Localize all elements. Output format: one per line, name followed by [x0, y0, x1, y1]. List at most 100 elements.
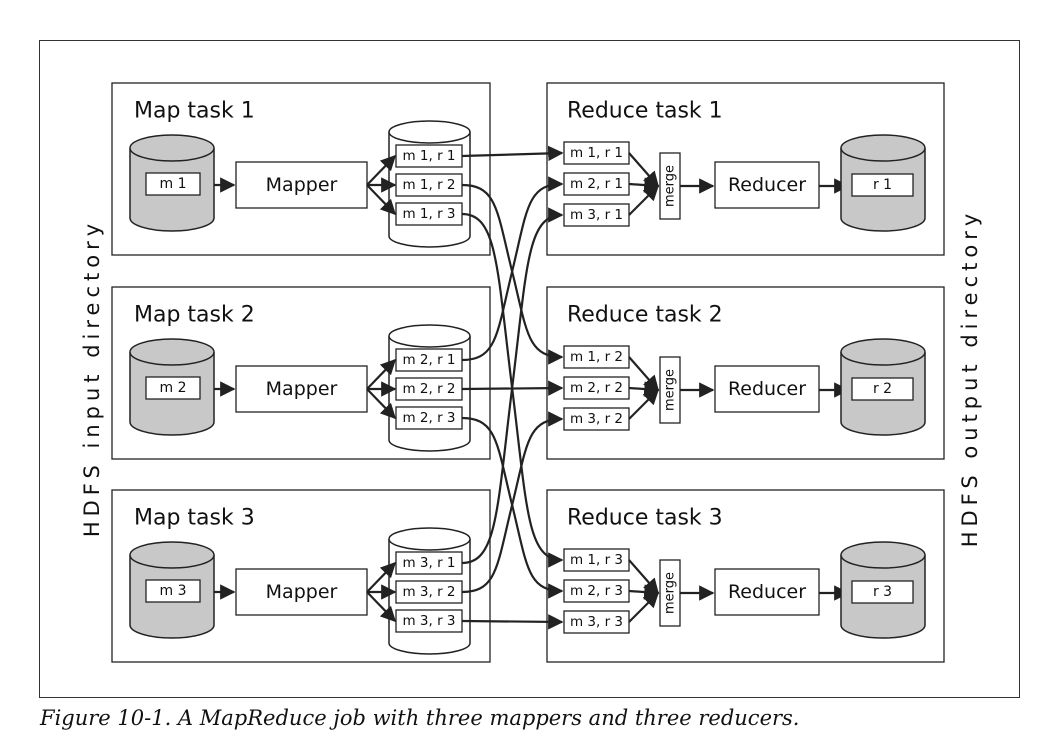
map-partition-box: m 3, r 3	[395, 609, 463, 633]
map-partition-box-label: m 1, r 2	[402, 177, 455, 193]
mapper-to-partition-arrow	[366, 184, 397, 216]
reduce-output-label-rect	[851, 580, 914, 604]
map-input-label-rect	[145, 172, 201, 196]
map-partition-box-label: m 3, r 3	[402, 613, 455, 629]
reduce-output-db-top	[840, 338, 926, 366]
reduce-task-title: Reduce task 2	[567, 303, 723, 328]
mapper-to-partition-arrow	[366, 388, 397, 420]
merge-box: merge	[659, 152, 681, 220]
map-partition-box: m 1, r 3	[395, 202, 463, 226]
figure-frame	[39, 40, 1020, 698]
input-to-merge-arrow	[628, 591, 660, 623]
reducer-box-label: Reducer	[728, 174, 806, 196]
reduce-output-db-top	[840, 134, 926, 162]
map-partition-box: m 2, r 1	[395, 348, 463, 372]
reducer-box-rect	[714, 365, 820, 413]
map-output-db-top	[388, 120, 471, 144]
merge-label: merge	[663, 572, 678, 614]
mapper-box-rect	[235, 568, 368, 616]
reduce-input-box-label: m 3, r 2	[570, 411, 623, 427]
map-input-label: m 2	[145, 376, 201, 400]
mapper-box: Mapper	[235, 365, 368, 413]
reduce-input-box-label: m 2, r 3	[570, 583, 623, 599]
reducer-box: Reducer	[714, 365, 820, 413]
reduce-input-box-label: m 1, r 2	[570, 349, 623, 365]
reduce-task-title: Reduce task 3	[567, 506, 723, 531]
map-output-db-top	[388, 527, 471, 551]
shuffle-arrow	[461, 411, 564, 594]
map-input-db-top	[129, 541, 215, 569]
reduce-input-box-label: m 2, r 1	[570, 176, 623, 192]
reduce-output-label-rect	[851, 377, 914, 401]
reducer-box: Reducer	[714, 568, 820, 616]
mapper-box: Mapper	[235, 161, 368, 209]
merge-label: merge	[663, 165, 678, 207]
map-partition-box: m 3, r 1	[395, 551, 463, 575]
reduce-output-label: r 1	[851, 173, 914, 197]
shuffle-arrow	[461, 207, 564, 565]
map-input-label: m 1	[145, 172, 201, 196]
mapper-to-partition-arrow	[366, 591, 397, 623]
map-input-label-label: m 2	[160, 380, 187, 396]
reduce-input-box: m 1, r 3	[563, 548, 630, 572]
reducer-box: Reducer	[714, 161, 820, 209]
map-partition-box: m 1, r 2	[395, 173, 463, 197]
mapper-box-label: Mapper	[266, 581, 338, 603]
reduce-output-db-top	[840, 541, 926, 569]
reduce-output-label-label: r 3	[873, 584, 892, 600]
reduce-task-title: Reduce task 1	[567, 99, 723, 124]
map-input-label-rect	[145, 579, 201, 603]
reduce-input-box: m 2, r 1	[563, 172, 630, 196]
map-output-db-top	[388, 324, 471, 348]
reduce-output-label: r 3	[851, 580, 914, 604]
map-task-title: Map task 1	[134, 99, 255, 124]
hdfs-input-label: HDFS input directory	[80, 218, 104, 538]
reducer-box-rect	[714, 568, 820, 616]
mapper-to-partition-arrow	[366, 561, 397, 593]
map-input-label-label: m 3	[160, 583, 187, 599]
reduce-output-label-rect	[851, 173, 914, 197]
mapper-box: Mapper	[235, 568, 368, 616]
reduce-input-box-label: m 3, r 3	[570, 614, 623, 630]
reduce-input-box: m 3, r 2	[563, 407, 630, 431]
map-partition-box: m 2, r 2	[395, 377, 463, 401]
map-partition-box: m 1, r 1	[395, 144, 463, 168]
mapper-box-rect	[235, 365, 368, 413]
reduce-input-box-label: m 1, r 1	[570, 145, 623, 161]
map-input-db-top	[129, 134, 215, 162]
map-partition-box: m 3, r 2	[395, 580, 463, 604]
figure-caption: Figure 10-1. A MapReduce job with three …	[40, 706, 800, 730]
reduce-input-box: m 2, r 3	[563, 579, 630, 603]
reduce-input-box: m 2, r 2	[563, 376, 630, 400]
reduce-output-label-label: r 1	[873, 177, 892, 193]
map-partition-box-label: m 2, r 1	[402, 352, 455, 368]
map-partition-box-label: m 2, r 3	[402, 410, 455, 426]
reduce-input-box: m 1, r 1	[563, 141, 630, 165]
reduce-output-label-label: r 2	[873, 381, 892, 397]
map-task-title: Map task 2	[134, 303, 255, 328]
reduce-input-box: m 3, r 3	[563, 610, 630, 634]
input-to-merge-arrow	[628, 388, 660, 420]
reducer-box-label: Reducer	[728, 378, 806, 400]
hdfs-output-label: HDFS output directory	[958, 208, 982, 548]
merge-box: merge	[659, 559, 681, 627]
map-task-title: Map task 3	[134, 506, 255, 531]
map-partition-box-label: m 3, r 2	[402, 584, 455, 600]
input-to-merge-arrow	[628, 184, 660, 216]
merge-box: merge	[659, 356, 681, 424]
shuffle-arrow	[461, 176, 564, 362]
reducer-box-label: Reducer	[728, 581, 806, 603]
shuffle-arrow	[461, 614, 564, 630]
reduce-input-box: m 3, r 1	[563, 203, 630, 227]
mapper-box-rect	[235, 161, 368, 209]
reduce-input-box-label: m 2, r 2	[570, 380, 623, 396]
mapper-box-label: Mapper	[266, 174, 338, 196]
map-partition-box-label: m 1, r 3	[402, 206, 455, 222]
mapper-box-label: Mapper	[266, 378, 338, 400]
map-partition-box-label: m 2, r 2	[402, 381, 455, 397]
map-partition-box-label: m 3, r 1	[402, 555, 455, 571]
shuffle-arrow	[461, 145, 564, 162]
reduce-input-box-label: m 1, r 3	[570, 552, 623, 568]
map-partition-box-label: m 1, r 1	[402, 148, 455, 164]
